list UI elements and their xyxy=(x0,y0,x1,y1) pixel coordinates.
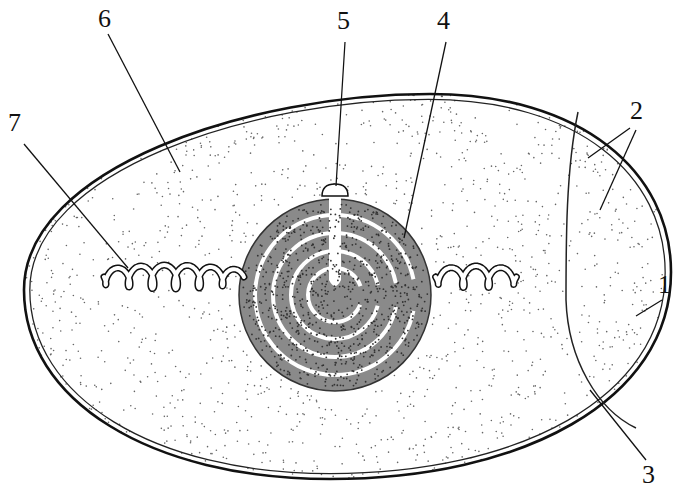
callout-number: 1 xyxy=(658,272,671,298)
callout-number: 2 xyxy=(630,98,643,124)
air-cell-boundary xyxy=(566,112,636,428)
callout-number: 7 xyxy=(8,110,21,136)
shell-membrane xyxy=(30,99,665,473)
albumen-stipple xyxy=(20,89,681,485)
germinal-disc xyxy=(322,184,348,196)
yolk xyxy=(239,196,431,391)
callout-number: 6 xyxy=(98,6,111,32)
leader-lines xyxy=(24,34,662,460)
chalazae xyxy=(104,265,516,289)
callout-number: 3 xyxy=(642,462,655,488)
shell-outline xyxy=(24,94,671,479)
yolk-texture xyxy=(242,204,428,387)
callout-number: 4 xyxy=(437,8,450,34)
callout-number: 5 xyxy=(337,8,350,34)
